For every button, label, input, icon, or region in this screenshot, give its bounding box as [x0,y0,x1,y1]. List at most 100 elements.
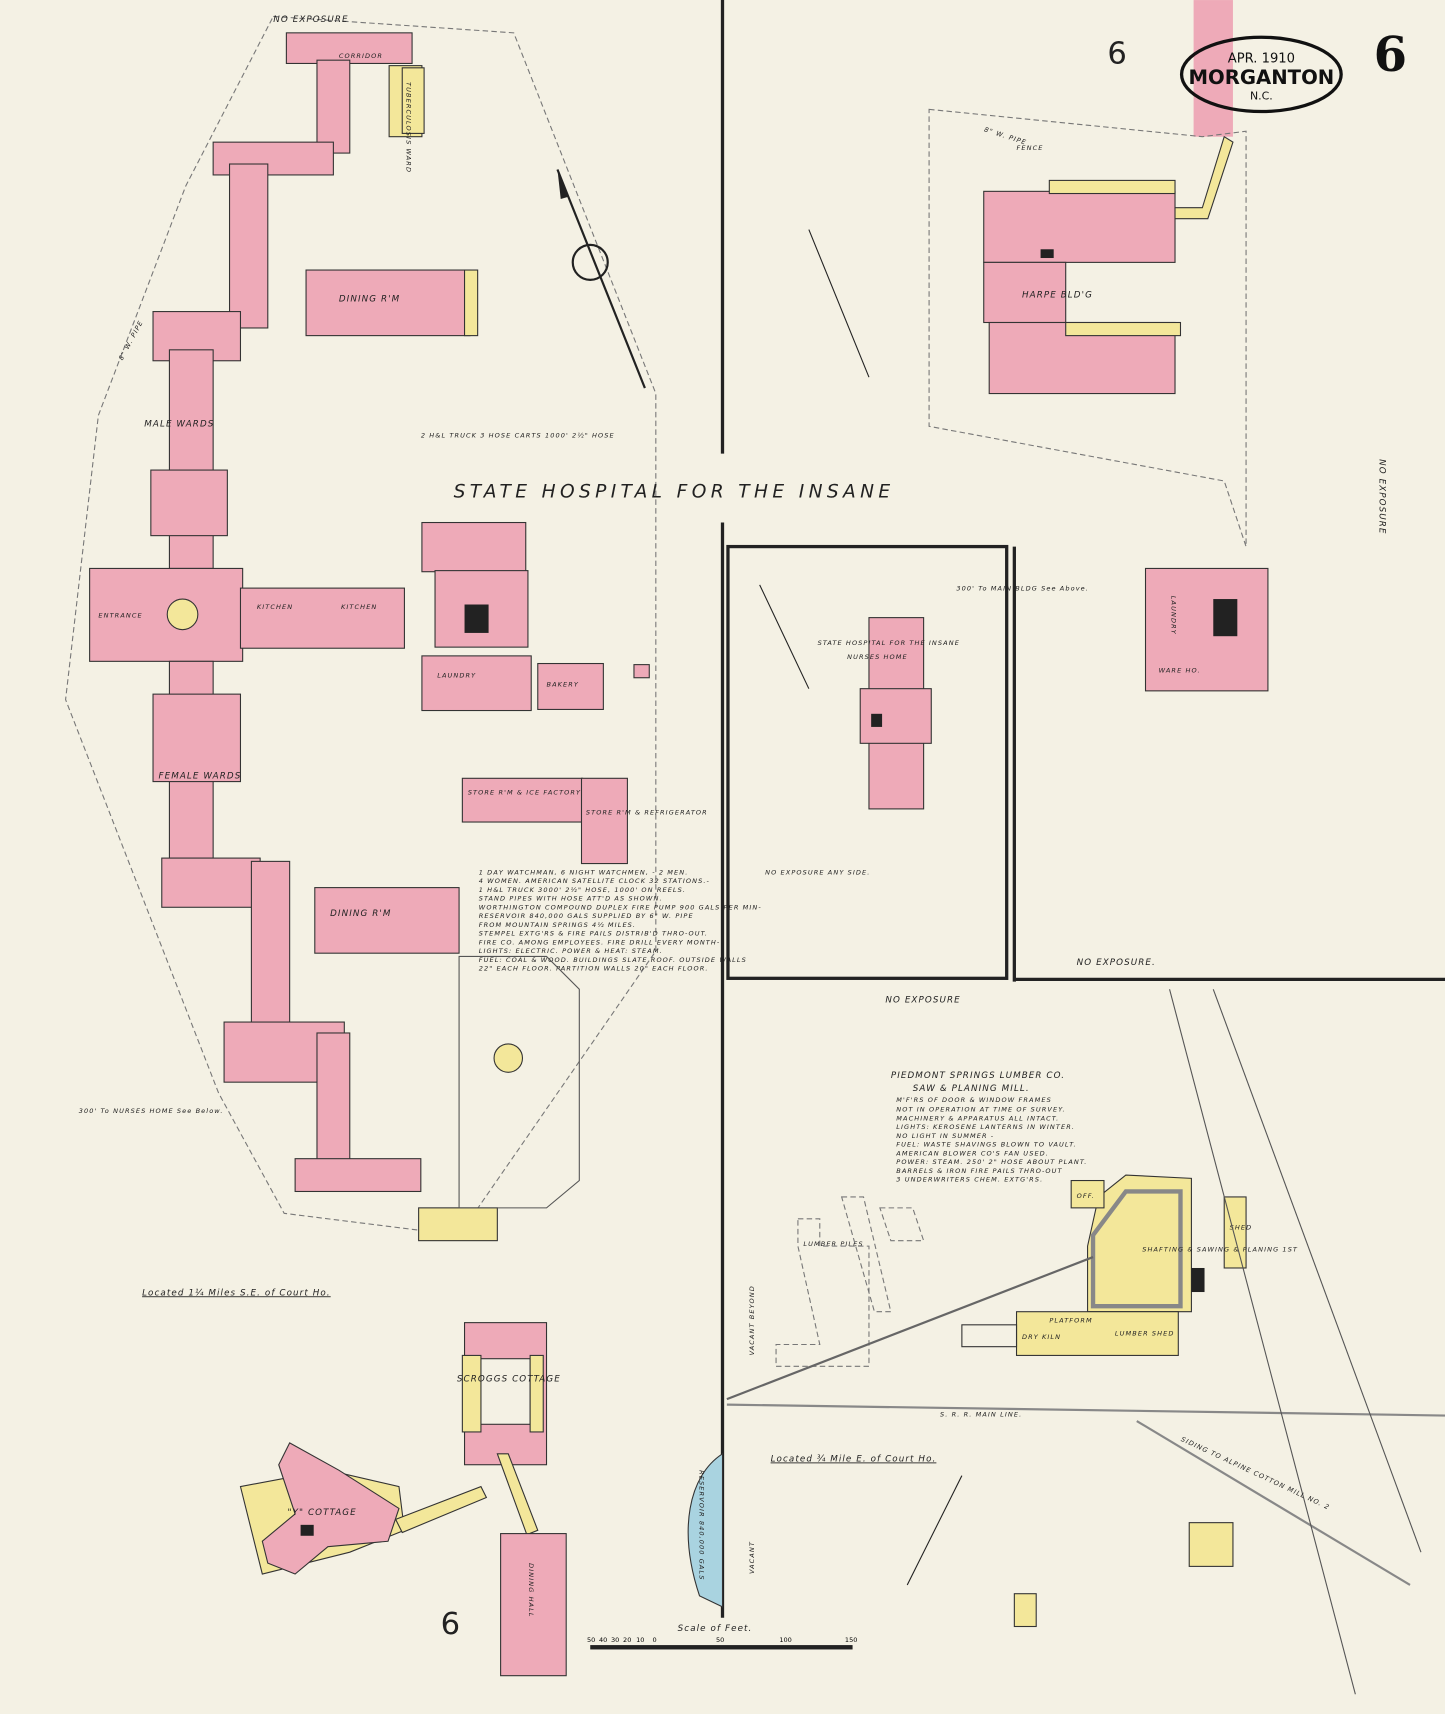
y-cottage [239,1442,567,1677]
lumber-shed-label: LUMBER SHED [1115,1330,1175,1338]
road-line [1212,989,1422,1553]
svg-text:1 H&L TRUCK 3000' 2½" HOSE, 10: 1 H&L TRUCK 3000' 2½" HOSE, 1000' ON REE… [479,886,686,894]
service-buildings [421,521,650,865]
svg-text:0: 0 [653,1636,657,1644]
siding-track [726,1256,1094,1401]
svg-text:100: 100 [779,1636,792,1644]
svg-text:RESERVOIR 840,000 GALS SUPPLIE: RESERVOIR 840,000 GALS SUPPLIED BY 6" W.… [479,912,694,920]
exposure-label: NO EXPOSURE ANY SIDE. [765,868,870,876]
location-note: Located ¾ Mile E. of Court Ho. [771,1454,937,1464]
road-line [1169,989,1356,1695]
tank [493,1043,524,1073]
female-wards-label: FEMALE WARDS [158,771,241,781]
exposure-label: NO EXPOSURE. [1077,958,1156,968]
svg-text:AMERICAN BLOWER CO'S FAN USED.: AMERICAN BLOWER CO'S FAN USED. [895,1149,1049,1157]
kitchen-label: KITCHEN [257,603,293,611]
store-label: STORE R'M & REFRIGERATOR [586,808,708,816]
entrance-label: ENTRANCE [98,612,142,620]
reservoir-label: RESERVOIR 840,000 GALS [698,1470,706,1580]
male-wards-label: MALE WARDS [144,419,214,429]
svg-text:POWER: STEAM. 250' 2" HOSE ABO: POWER: STEAM. 250' 2" HOSE ABOUT PLANT. [896,1158,1087,1166]
exposure-label: NO EXPOSURE [885,995,960,1005]
svg-text:FIRE CO. AMONG EMPLOYEES. FIRE: FIRE CO. AMONG EMPLOYEES. FIRE DRILL EVE… [479,938,721,946]
map-date: APR. 1910 [1228,51,1295,66]
sheet-number-bottom: 6 [441,1607,460,1642]
svg-text:3 UNDERWRITERS CHEM. EXTG'RS.: 3 UNDERWRITERS CHEM. EXTG'RS. [896,1176,1043,1184]
scroggs-cottage-label: SCROGGS COTTAGE [457,1375,561,1385]
svg-text:40: 40 [599,1636,607,1644]
dry-kiln-label: DRY KILN [1022,1333,1061,1341]
ware-house-label: WARE HO. [1159,666,1201,674]
compass-rose [556,169,646,389]
lumber-notes: NOT IN OPERATION AT TIME OF SURVEY. MACH… [895,1106,1087,1184]
main-building-note: 300' To MAIN BLDG See Above. [956,584,1089,592]
nurses-home [859,617,932,810]
dining-hall-label: DINING HALL [527,1563,535,1618]
siding-track [1136,1420,1411,1586]
svg-text:FUEL: WASTE SHAVINGS BLOWN TO: FUEL: WASTE SHAVINGS BLOWN TO VAULT. [896,1141,1076,1149]
main-hospital-building [89,32,498,1242]
adjacent-building [1193,0,1233,137]
svg-text:LIGHTS: KEROSENE LANTERNS IN W: LIGHTS: KEROSENE LANTERNS IN WINTER. [896,1123,1075,1131]
scroggs-cottage [461,1322,548,1466]
svg-text:20: 20 [623,1636,631,1644]
sheet-number-small: 6 [1107,36,1126,71]
north-arrow [906,1475,963,1586]
shed-label: SHED [1230,1224,1253,1232]
office-label: OFF. [1077,1192,1095,1200]
harpe-building-label: HARPE BLD'G [1022,290,1093,300]
nurses-home-note: 300' To NURSES HOME See Below. [79,1107,224,1115]
truck-note: 2 H&L TRUCK 3 HOSE CARTS 1000' 2½" HOSE [421,431,615,439]
lumber-co-subtitle: SAW & PLANING MILL. [913,1084,1030,1094]
svg-text:LIGHTS: ELECTRIC. POWER & HEAT: LIGHTS: ELECTRIC. POWER & HEAT: STEAM. [479,947,663,955]
svg-text:NOT IN OPERATION AT TIME OF SU: NOT IN OPERATION AT TIME OF SURVEY. [896,1106,1065,1114]
kitchen-label: KITCHEN [341,603,377,611]
svg-text:STAND PIPES WITH HOSE ATT'D AS: STAND PIPES WITH HOSE ATT'D AS SHOWN. [479,895,663,903]
svg-text:Scale of Feet.: Scale of Feet. [678,1624,753,1634]
svg-text:MACHINERY & APPARATUS ALL INTA: MACHINERY & APPARATUS ALL INTACT. [896,1114,1059,1122]
saw-mill [961,1174,1247,1356]
lumber-co-title: PIEDMONT SPRINGS LUMBER CO. [891,1071,1065,1081]
store-label: STORE R'M & ICE FACTORY [468,789,581,797]
fence-label: FENCE [1017,144,1044,152]
svg-text:1 DAY WATCHMAN, 6 NIGHT WATCHM: 1 DAY WATCHMAN, 6 NIGHT WATCHMEN, - 2 ME… [479,868,689,876]
sheet-number: 6 [1374,27,1407,83]
railroad-main-line [726,1403,1445,1417]
exposure-label: NO EXPOSURE [273,15,348,25]
svg-text:150: 150 [845,1636,857,1644]
svg-text:STEMPEL EXTG'RS & FIRE PAILS D: STEMPEL EXTG'RS & FIRE PAILS DISTRIB'D T… [479,930,708,938]
lumber-piles-label: LUMBER PILES [803,1240,863,1248]
y-cottage-label: "Y" COTTAGE [287,1508,356,1518]
title-cartouche [1179,35,1343,114]
fence-line [928,108,1247,547]
nurses-home-frame [726,544,1009,980]
svg-text:30: 30 [611,1636,619,1644]
mill-label: SHAFTING & SAWING & PLANING 1ST [1142,1246,1298,1254]
svg-text:WORTHINGTON COMPOUND DUPLEX FI: WORTHINGTON COMPOUND DUPLEX FIRE PUMP 90… [479,903,762,911]
location-note: Located 1¼ Miles S.E. of Court Ho. [142,1288,331,1298]
walled-yard [458,955,580,1209]
property-line [65,15,657,1236]
lumber-co-subtitle: M'F'RS OF DOOR & WINDOW FRAMES [896,1096,1052,1104]
dining-room-label: DINING R'M [330,909,391,919]
lumber-piles [775,1196,925,1367]
nurses-home-title: STATE HOSPITAL FOR THE INSANE [818,639,960,647]
svg-text:BARRELS & IRON FIRE PAILS THRO: BARRELS & IRON FIRE PAILS THRO-OUT [896,1167,1062,1175]
north-arrow [808,229,870,378]
dwelling [1188,1522,1234,1567]
svg-text:FROM MOUNTAIN SPRINGS 4½ MILES: FROM MOUNTAIN SPRINGS 4½ MILES. [479,921,636,929]
svg-text:NO LIGHT IN SUMMER -: NO LIGHT IN SUMMER - [896,1132,994,1140]
hospital-title: STATE HOSPITAL FOR THE INSANE [454,481,895,502]
tuberculosis-ward-label: TUBERCULOSIS WARD [405,82,413,173]
laundry-label: LAUNDRY [437,672,476,680]
nurses-home-subtitle: NURSES HOME [847,653,908,661]
vacant-label: VACANT [748,1541,756,1574]
corridor-label: CORRIDOR [339,52,383,60]
reservoir [687,1452,724,1608]
vacant-label: VACANT BEYOND [748,1285,756,1355]
svg-text:10: 10 [636,1636,644,1644]
city-name: MORGANTON [1188,66,1334,89]
svg-text:22" EACH FLOOR. PARTITION WALL: 22" EACH FLOOR. PARTITION WALLS 20" EACH… [479,965,709,973]
svg-text:50: 50 [716,1636,724,1644]
